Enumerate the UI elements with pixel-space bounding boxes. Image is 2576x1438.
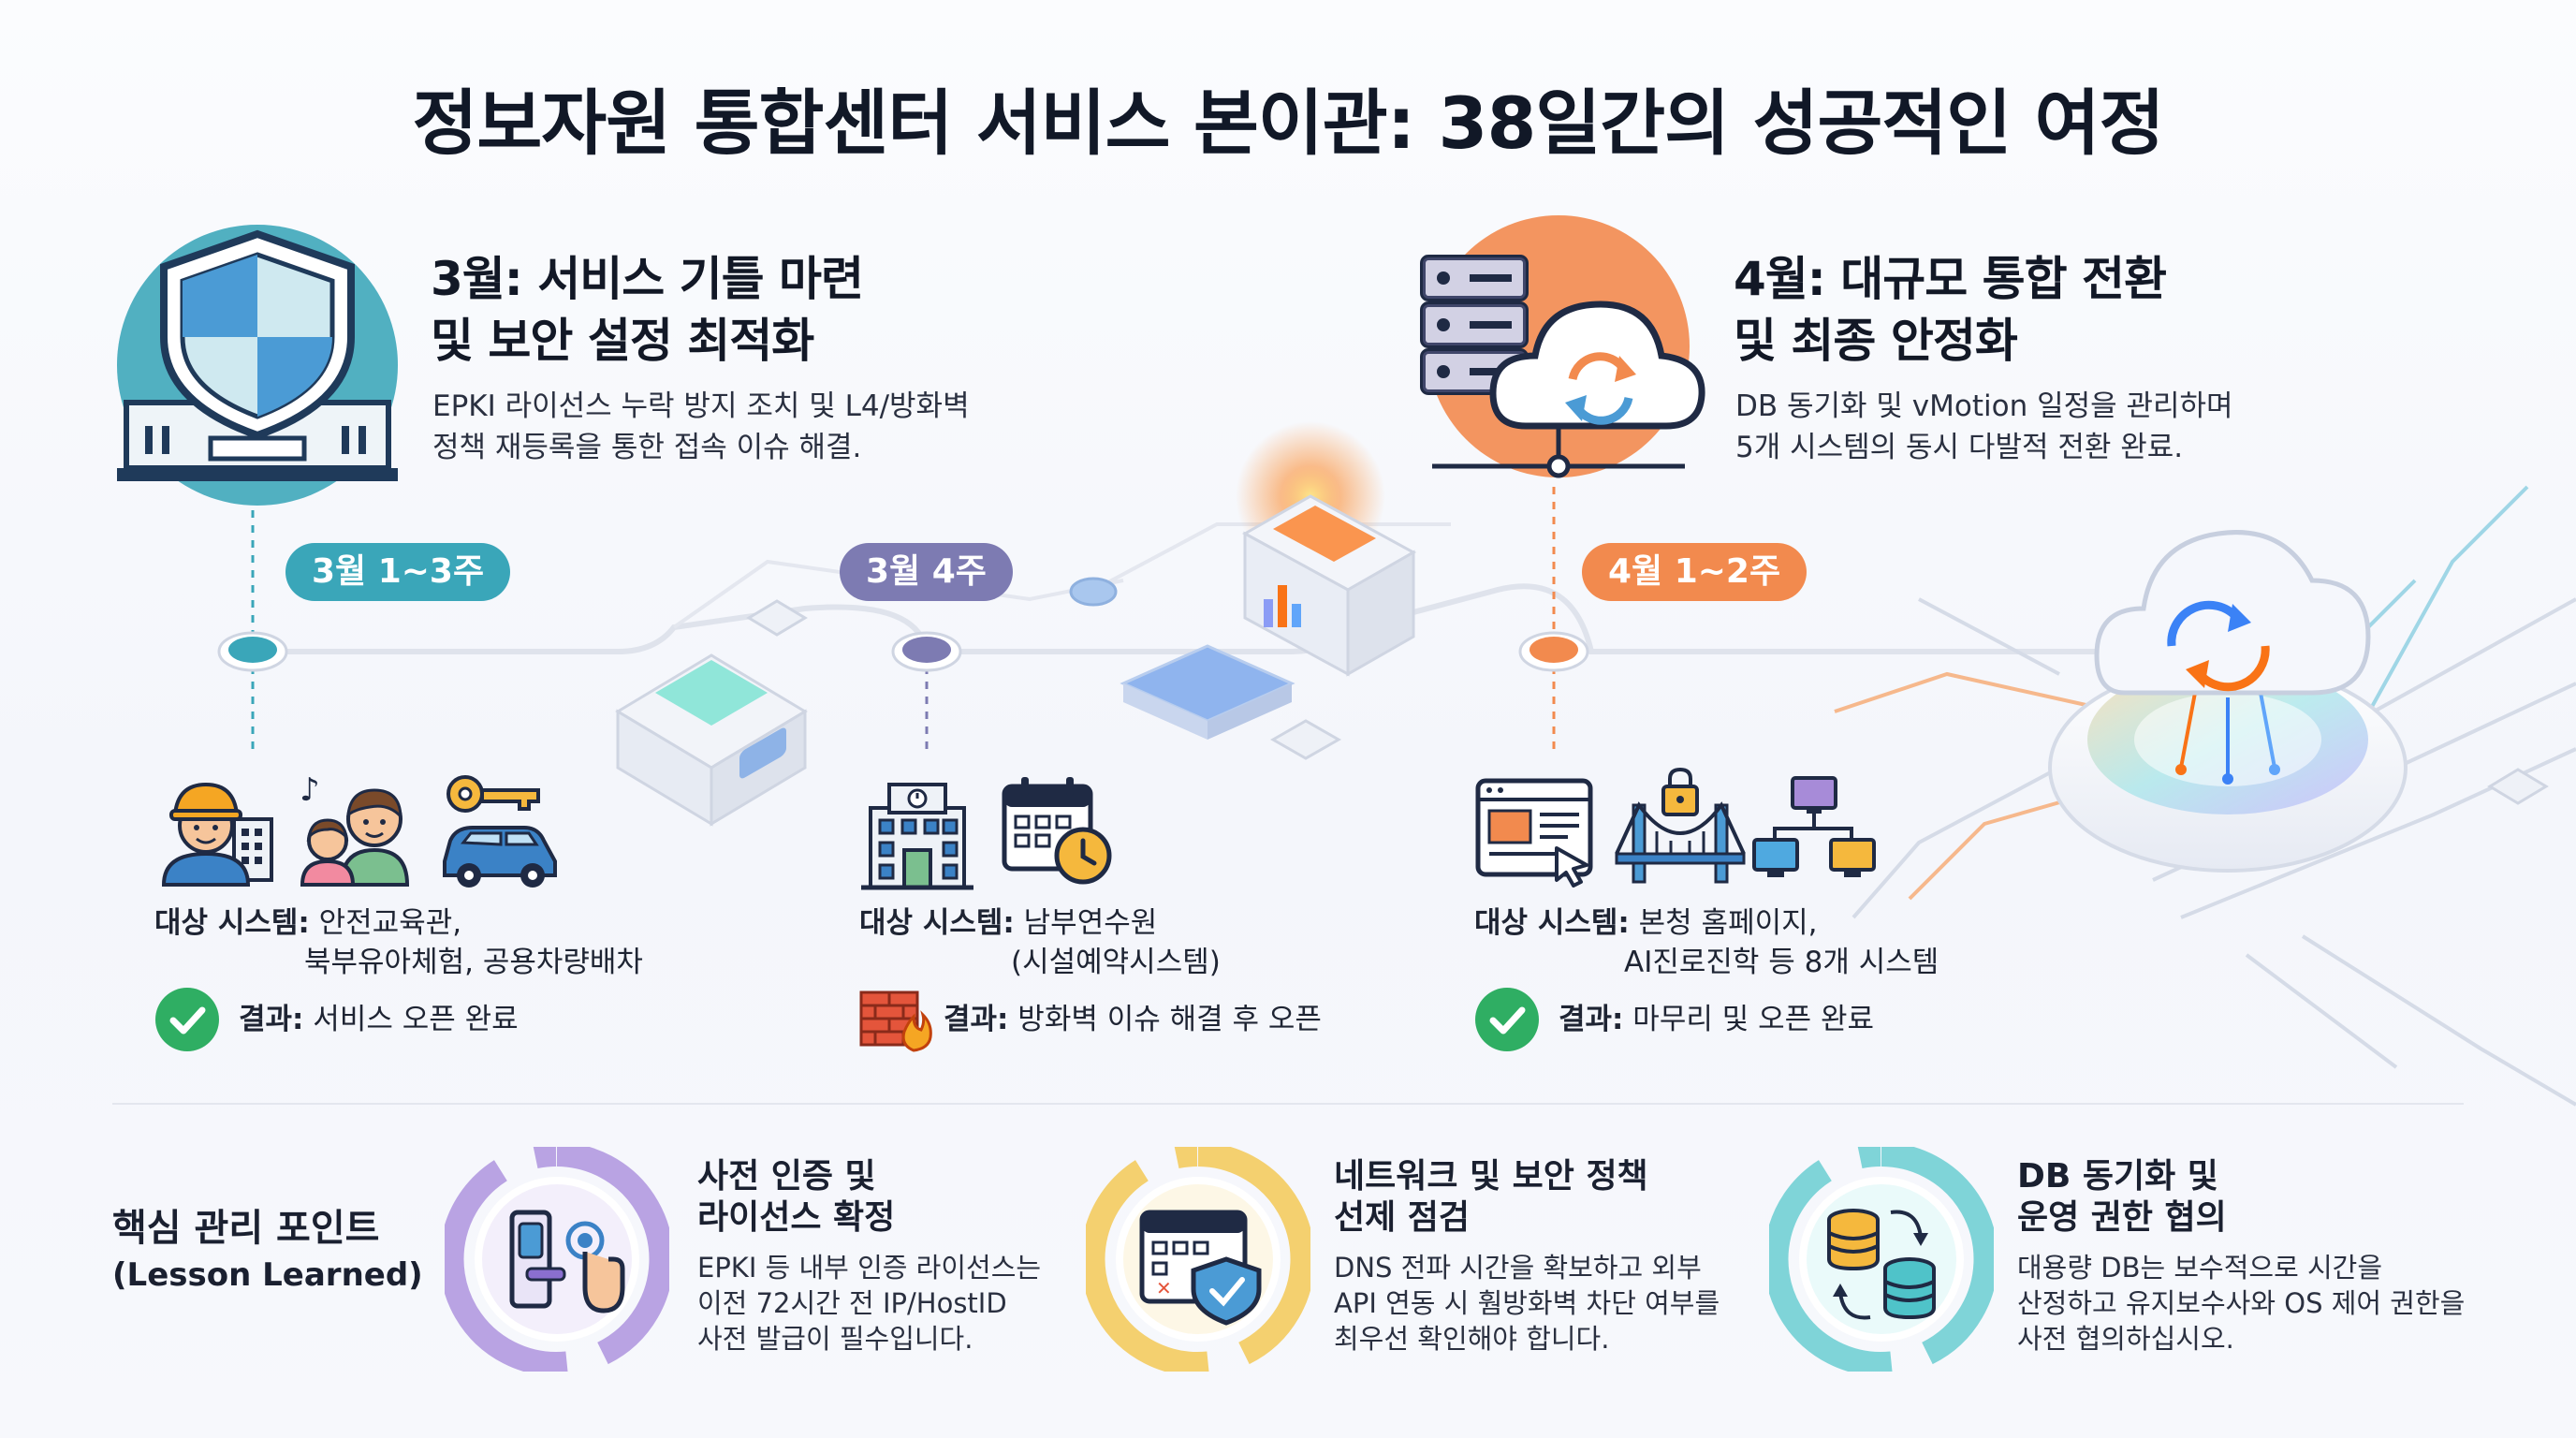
lesson-1-desc-line2: 이전 72시간 전 IP/HostID: [697, 1287, 1007, 1319]
milestone-3-result: 결과: 마무리 및 오픈 완료: [1559, 1000, 1874, 1039]
lesson-1-desc-line3: 사전 발급이 필수입니다.: [697, 1323, 973, 1355]
lessons-section-heading: 핵심 관리 포인트 (Lesson Learned): [112, 1203, 423, 1297]
svg-text:♪: ♪: [300, 771, 320, 809]
milestone-2-result: 결과: 방화벽 이슈 해결 후 오픈: [944, 1000, 1322, 1039]
lesson-2-desc-line1: DNS 전파 시간을 확보하고 외부: [1334, 1252, 1702, 1284]
milestone-2-target-line1: 남부연수원: [1023, 906, 1158, 940]
milestone-3-badge: 4월 1~2주: [1582, 543, 1808, 601]
lesson-2-desc-line3: 최우선 확인해야 합니다.: [1334, 1323, 1610, 1355]
milestone-1-target-prefix: 대상 시스템:: [154, 906, 310, 940]
milestone-1-target-line1: 안전교육관,: [318, 906, 462, 940]
milestone-3-target-line1: 본청 홈페이지,: [1638, 906, 1818, 940]
timeline-node-1: [217, 631, 288, 672]
phase-2-desc-line1: DB 동기화 및 vMotion 일정을 관리하며: [1735, 389, 2233, 423]
isometric-server-cube-1: [615, 653, 808, 827]
family-icon: ♪: [300, 771, 410, 887]
lesson-3-title-line1: DB 동기화 및: [2017, 1157, 2218, 1196]
lesson-3-title-line2: 운영 권한 협의: [2017, 1198, 2227, 1237]
phase-2-title-line2: 및 최종 안정화: [1734, 314, 2018, 368]
lessons-section-subtitle: (Lesson Learned): [112, 1256, 423, 1294]
milestone-2-result-prefix: 결과:: [944, 1003, 1009, 1036]
door-lock-touch-icon: [445, 1147, 669, 1372]
lesson-2-title-line2: 선제 점검: [1334, 1198, 1471, 1237]
phase-1-desc-line1: EPKI 라이선스 누락 방지 조치 및 L4/방화벽: [432, 389, 970, 423]
car-key-icon: [443, 775, 557, 888]
isometric-analytics-cube: [1236, 421, 1417, 677]
phase-1-title: 3월: 서비스 기틀 마련 및 보안 설정 최적화: [431, 248, 864, 372]
timeline-node-3: [1518, 631, 1589, 672]
milestone-1-result-prefix: 결과:: [239, 1003, 304, 1036]
database-sync-icon: [1769, 1147, 1994, 1372]
lesson-3-text: DB 동기화 및 운영 권한 협의 대용량 DB는 보수적으로 시간을 산정하고…: [2017, 1156, 2465, 1357]
phase-1-title-line1: 3월: 서비스 기틀 마련: [431, 252, 864, 306]
cloud-hub-platform: [2048, 530, 2408, 873]
milestone-1-badge: 3월 1~3주: [285, 543, 511, 601]
lesson-2-title-line1: 네트워크 및 보안 정책: [1334, 1157, 1648, 1196]
phase-2-title: 4월: 대규모 통합 전환 및 최종 안정화: [1734, 248, 2167, 372]
milestone-3-result-prefix: 결과:: [1559, 1003, 1624, 1036]
phase-1-description: EPKI 라이선스 누락 방지 조치 및 L4/방화벽 정책 재등록을 통한 접…: [432, 386, 970, 468]
lesson-2-desc-line2: API 연동 시 훰방화벽 차단 여부를: [1334, 1287, 1720, 1319]
worker-icon: [161, 782, 273, 887]
lesson-2-text: 네트워크 및 보안 정책 선제 점검 DNS 전파 시간을 확보하고 외부 AP…: [1334, 1156, 1720, 1357]
milestone-2-target: 대상 시스템: 남부연수원 (시설예약시스템): [859, 903, 1221, 982]
phase-2-description: DB 동기화 및 vMotion 일정을 관리하며 5개 시스템의 동시 다발적…: [1735, 386, 2233, 468]
lesson-3-desc-line1: 대용량 DB는 보수적으로 시간을: [2017, 1252, 2383, 1284]
phase-1-desc-line2: 정책 재등록을 통한 접속 이슈 해결.: [432, 431, 862, 464]
milestone-3-target-line2: AI진로진학 등 8개 시스템: [1624, 946, 1939, 979]
server-cloud-sync-icon: [1420, 215, 1705, 478]
calendar-shield-icon: ✕: [1086, 1147, 1310, 1372]
secure-bridge-icon: [1615, 768, 1746, 884]
phase-2-desc-line2: 5개 시스템의 동시 다발적 전환 완료.: [1735, 431, 2184, 464]
milestone-2-target-line2: (시설예약시스템): [1011, 946, 1221, 979]
milestone-3-result-text: 마무리 및 오픈 완료: [1632, 1003, 1875, 1036]
lessons-section-title: 핵심 관리 포인트: [112, 1207, 380, 1250]
firewall-icon: [859, 990, 932, 1052]
section-divider: [112, 1103, 2464, 1105]
milestone-3-target-prefix: 대상 시스템:: [1474, 906, 1630, 940]
network-computers-icon: [1752, 776, 1876, 877]
building-icon: [861, 783, 973, 890]
milestone-2-result-text: 방화벽 이슈 해결 후 오픈: [1017, 1003, 1322, 1036]
lesson-1-desc-line1: EPKI 등 내부 인증 라이선스는: [697, 1252, 1042, 1284]
milestone-1-result-text: 서비스 오픈 완료: [313, 1003, 519, 1036]
svg-text:✕: ✕: [1156, 1277, 1172, 1299]
lesson-1-title-line1: 사전 인증 및: [697, 1157, 876, 1196]
phase-1-title-line2: 및 보안 설정 최적화: [431, 314, 814, 368]
milestone-2-badge: 3월 4주: [840, 543, 1013, 601]
lesson-3-desc-line3: 사전 협의하십시오.: [2017, 1323, 2234, 1355]
milestone-3-target: 대상 시스템: 본청 홈페이지, AI진로진학 등 8개 시스템: [1474, 903, 1939, 982]
webpage-icon: [1475, 778, 1593, 888]
page-title: 정보자원 통합센터 서비스 본이관: 38일간의 성공적인 여정: [412, 81, 2164, 165]
calendar-clock-icon: [1002, 777, 1112, 885]
check-circle-icon: [1475, 988, 1539, 1051]
lesson-1-title-line2: 라이선스 확정: [697, 1198, 896, 1237]
lesson-3-desc-line2: 산정하고 유지보수사와 OS 제어 권한을: [2017, 1287, 2466, 1319]
milestone-1-target: 대상 시스템: 안전교육관, 북부유아체험, 공용차량배차: [154, 903, 643, 982]
check-circle-icon: [155, 988, 219, 1051]
phase-2-title-line1: 4월: 대규모 통합 전환: [1734, 252, 2167, 306]
lesson-1-text: 사전 인증 및 라이선스 확정 EPKI 등 내부 인증 라이선스는 이전 72…: [697, 1156, 1041, 1357]
shield-server-icon: [117, 225, 398, 506]
milestone-1-result: 결과: 서비스 오픈 완료: [239, 1000, 519, 1039]
milestone-2-target-prefix: 대상 시스템:: [859, 906, 1015, 940]
milestone-1-target-line2: 북부유아체험, 공용차량배차: [304, 946, 643, 979]
timeline-node-2: [891, 631, 962, 672]
